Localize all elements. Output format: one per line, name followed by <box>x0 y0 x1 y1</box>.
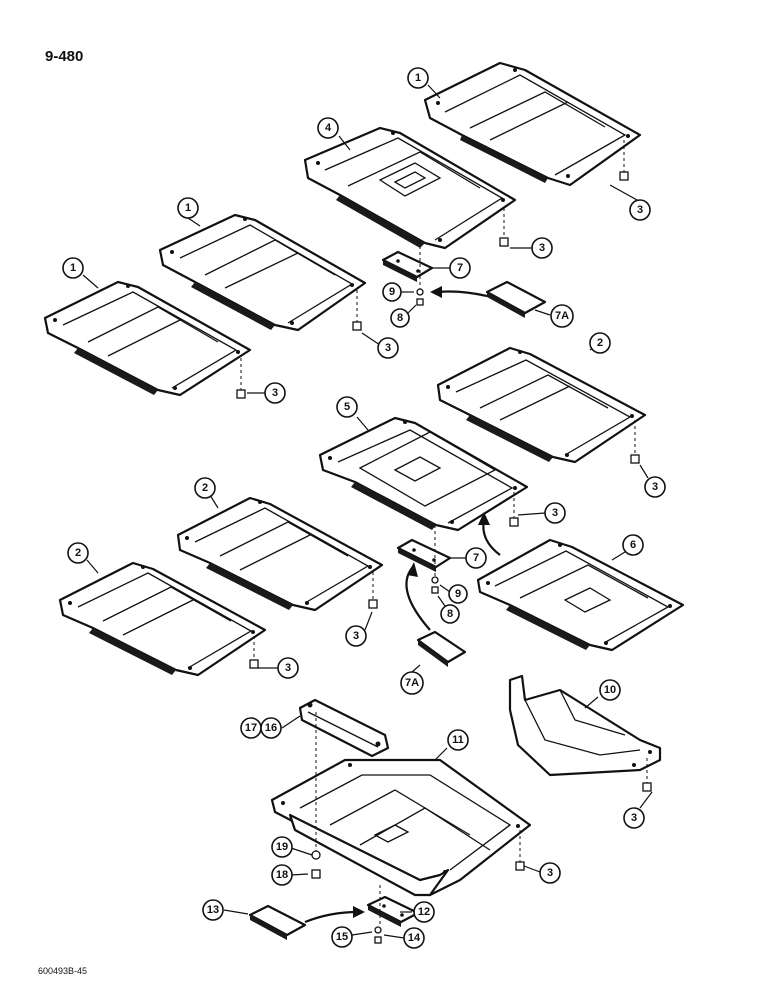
callout-3-h: 3 <box>277 657 299 679</box>
svg-text:19: 19 <box>276 841 288 853</box>
part-2-plate-right <box>436 346 647 464</box>
part-2-plate-left <box>58 561 267 677</box>
callout-7A-b: 7A <box>400 671 424 695</box>
part-11-frame <box>270 758 532 897</box>
svg-text:3: 3 <box>637 204 643 216</box>
callout-16: 16 <box>260 717 282 739</box>
part-6-plate-right <box>476 538 685 652</box>
callout-17: 17 <box>240 717 262 739</box>
svg-text:2: 2 <box>202 482 208 494</box>
svg-text:1: 1 <box>70 262 76 274</box>
callout-3-i: 3 <box>623 807 645 829</box>
svg-text:14: 14 <box>408 932 421 944</box>
callout-18: 18 <box>271 864 293 886</box>
callout-3-g: 3 <box>345 625 367 647</box>
part-2-plate-middle <box>176 496 384 612</box>
callout-3-j: 3 <box>539 862 561 884</box>
callout-12: 12 <box>413 901 435 923</box>
svg-text:12: 12 <box>418 906 430 918</box>
svg-text:7A: 7A <box>555 310 569 322</box>
part-7-plate-lower <box>396 538 452 572</box>
callout-3-a: 3 <box>629 199 651 221</box>
callout-3-f: 3 <box>544 502 566 524</box>
callout-9-a: 9 <box>382 282 402 302</box>
callout-15: 15 <box>331 926 353 948</box>
part-7-plate-upper <box>381 250 434 282</box>
callout-9-b: 9 <box>448 584 468 604</box>
callout-7A-a: 7A <box>550 304 574 328</box>
callout-1-a: 1 <box>407 67 429 89</box>
svg-text:16: 16 <box>265 722 277 734</box>
callout-leaders <box>82 84 653 939</box>
part-7A-plate-upper <box>485 280 547 318</box>
callout-11: 11 <box>447 729 469 751</box>
svg-text:3: 3 <box>272 387 278 399</box>
svg-text:3: 3 <box>385 342 391 354</box>
part-4-plate-top-center <box>303 126 517 250</box>
svg-text:3: 3 <box>539 242 545 254</box>
callout-3-e: 3 <box>644 476 666 498</box>
svg-text:9: 9 <box>455 588 461 600</box>
callout-3-c: 3 <box>377 337 399 359</box>
svg-text:5: 5 <box>344 401 350 413</box>
part-1-plate-left <box>43 280 252 397</box>
svg-text:11: 11 <box>452 734 464 746</box>
callout-19: 19 <box>271 836 293 858</box>
svg-text:15: 15 <box>336 931 348 943</box>
svg-text:13: 13 <box>207 904 219 916</box>
page-number: 9-480 <box>45 48 84 65</box>
callout-13: 13 <box>202 899 224 921</box>
part-1-plate-middle <box>158 213 367 332</box>
figure-id: 600493B-45 <box>38 966 88 976</box>
svg-text:8: 8 <box>447 608 453 620</box>
callout-14: 14 <box>403 927 425 949</box>
callout-4: 4 <box>317 117 339 139</box>
callout-2-c: 2 <box>67 542 89 564</box>
callout-2-b: 2 <box>194 477 216 499</box>
svg-text:3: 3 <box>353 630 359 642</box>
callout-5: 5 <box>336 396 358 418</box>
callout-3-b: 3 <box>531 237 553 259</box>
callout-6: 6 <box>622 534 644 556</box>
svg-text:1: 1 <box>185 202 191 214</box>
callout-1-c: 1 <box>62 257 84 279</box>
svg-text:7: 7 <box>457 262 463 274</box>
svg-text:7A: 7A <box>405 677 419 689</box>
part-13-plate <box>248 904 307 940</box>
callout-7-b: 7 <box>465 547 487 569</box>
svg-text:7: 7 <box>473 552 479 564</box>
svg-text:3: 3 <box>652 481 658 493</box>
svg-text:3: 3 <box>631 812 637 824</box>
svg-text:6: 6 <box>630 539 636 551</box>
svg-text:2: 2 <box>75 547 81 559</box>
svg-text:10: 10 <box>604 684 616 696</box>
svg-text:17: 17 <box>245 722 257 734</box>
svg-text:3: 3 <box>552 507 558 519</box>
callout-8-a: 8 <box>390 308 410 328</box>
callout-8-b: 8 <box>440 604 460 624</box>
bolts-hardware <box>236 171 652 944</box>
callout-7-a: 7 <box>449 257 471 279</box>
assembly-arrows <box>304 286 501 924</box>
alignment-lines <box>240 140 648 927</box>
part-7A-plate-lower <box>416 630 467 667</box>
callout-1-b: 1 <box>177 197 199 219</box>
part-1-plate-top-right <box>423 61 642 187</box>
callout-10: 10 <box>599 679 621 701</box>
part-10-shield <box>508 674 662 777</box>
svg-text:3: 3 <box>285 662 291 674</box>
svg-text:4: 4 <box>325 122 332 134</box>
part-16-strap <box>298 698 390 758</box>
svg-text:18: 18 <box>276 869 288 881</box>
part-5-plate-center <box>318 416 529 532</box>
svg-text:8: 8 <box>397 312 403 324</box>
callout-2-a: 2 <box>589 332 611 354</box>
svg-text:3: 3 <box>547 867 553 879</box>
svg-text:9: 9 <box>389 286 395 298</box>
svg-text:1: 1 <box>415 72 421 84</box>
svg-text:2: 2 <box>597 337 603 349</box>
callout-3-d: 3 <box>264 382 286 404</box>
